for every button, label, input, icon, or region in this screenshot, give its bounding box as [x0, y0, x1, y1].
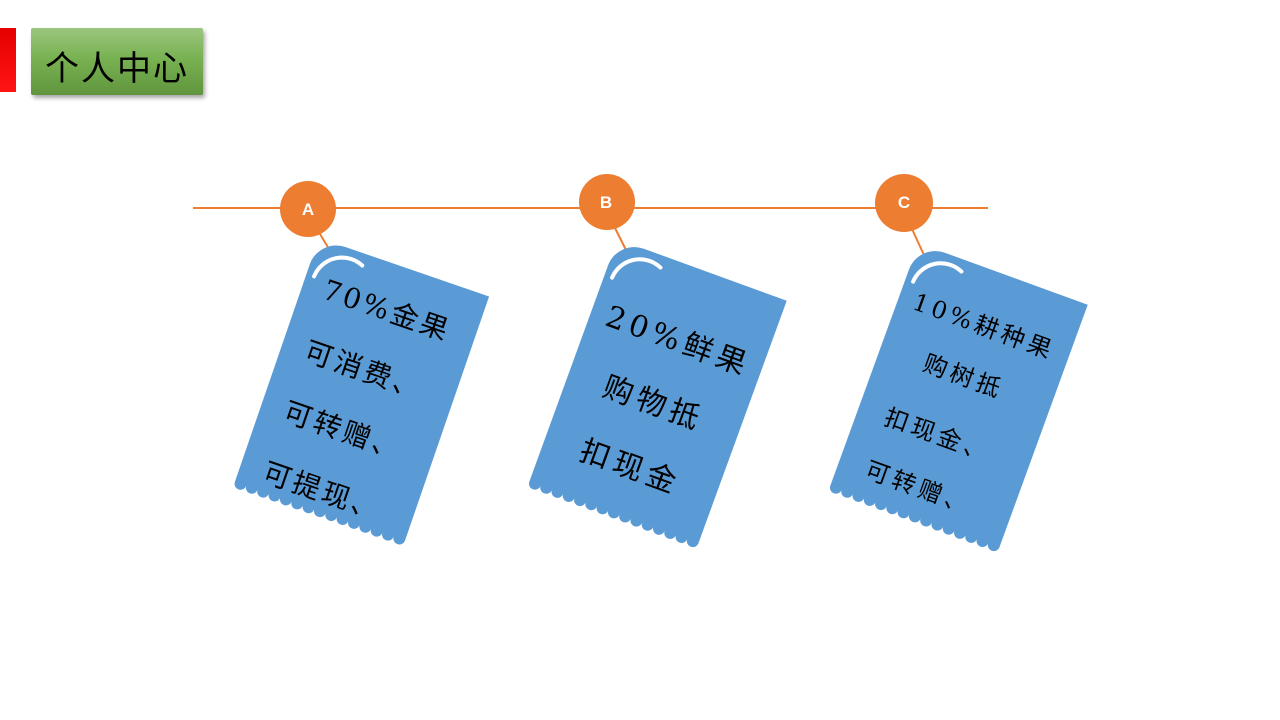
- left-accent-bar: [0, 28, 16, 92]
- tag-c: 10%耕种果 购树抵 扣现金、 可转赠、: [828, 243, 1088, 553]
- tag-b: 20%鲜果 购物抵 扣现金: [527, 239, 787, 549]
- tag-b-highlight-arc: [610, 257, 663, 280]
- marker-b-label: B: [600, 193, 612, 212]
- connector-c: [911, 228, 925, 256]
- tag-a-highlight-arc: [312, 255, 365, 279]
- tag-c-highlight-arc: [911, 261, 964, 284]
- title-box: 个人中心: [31, 28, 203, 95]
- marker-c: C: [875, 174, 933, 232]
- marker-c-label: C: [898, 193, 910, 212]
- marker-a: A: [280, 181, 336, 237]
- marker-a-label: A: [302, 200, 314, 219]
- page-title: 个人中心: [45, 49, 189, 89]
- tag-a: 70%金果 可消费、 可转赠、 可提现、: [232, 237, 490, 547]
- marker-a-circle: [280, 181, 336, 237]
- marker-b-circle: [579, 174, 635, 230]
- marker-c-circle: [875, 174, 933, 232]
- marker-b: B: [579, 174, 635, 230]
- connector-b: [614, 227, 628, 253]
